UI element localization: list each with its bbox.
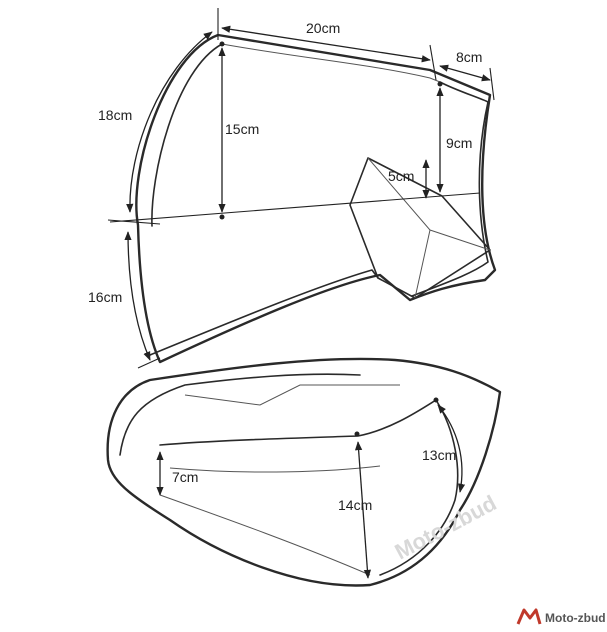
label-right-height: 9cm (446, 135, 472, 151)
top-dimensions (124, 8, 495, 369)
bottom-seat-ridge (184, 384, 400, 406)
dim-top-right-line (439, 64, 491, 82)
bottom-seat-outline (106, 357, 502, 587)
label-top-width: 20cm (306, 20, 340, 36)
dim-left-upper-line (126, 31, 213, 213)
label-bottom-middle: 14cm (338, 497, 372, 513)
dim-top-width-tick-right (429, 44, 437, 81)
dim-inner-height-dot-bottom (219, 214, 225, 220)
top-left-tick (107, 219, 161, 225)
bottom-seat-side-seam (169, 465, 381, 473)
bottom-seat-side-panel (159, 399, 437, 446)
dim-right-height-dot (437, 81, 443, 87)
label-flap-height: 5cm (388, 168, 414, 184)
top-cover-inner-edge (151, 43, 223, 227)
bottom-dimensions (156, 397, 466, 579)
bottom-seat-lower-seam (159, 494, 371, 576)
top-cover-right-contour (411, 81, 489, 297)
label-inner-height: 15cm (225, 121, 259, 137)
label-left-upper: 18cm (98, 107, 132, 123)
bottom-seat-piece (106, 357, 502, 587)
top-cover-top-seam (221, 43, 441, 83)
dim-top-right-tick (489, 67, 495, 101)
dim-bottom-middle-dot (354, 431, 360, 437)
bottom-seat-top-panel (119, 373, 361, 456)
watermark-text: Moto-zbud (391, 490, 501, 564)
dim-bottom-middle-line (354, 441, 372, 579)
label-top-right: 8cm (456, 49, 482, 65)
dim-bottom-right-line (437, 404, 466, 493)
top-reference-line (109, 192, 481, 223)
dim-left-lower-tick (137, 357, 161, 369)
label-bottom-left: 7cm (172, 469, 198, 485)
dim-left-lower-line (124, 231, 151, 361)
top-cover-flap-fold (367, 157, 491, 299)
label-left-lower: 16cm (88, 289, 122, 305)
brand-logo-text: Moto-zbud (545, 611, 606, 625)
dim-top-width-line (221, 25, 431, 63)
label-bottom-right: 13cm (422, 447, 456, 463)
dim-bottom-right-dot (433, 397, 439, 403)
top-cover-lower-edge (149, 269, 379, 356)
brand-logo-icon (516, 608, 542, 625)
dim-inner-height-dot-top (219, 41, 225, 47)
brand-logo: Moto-zbud (516, 608, 606, 625)
